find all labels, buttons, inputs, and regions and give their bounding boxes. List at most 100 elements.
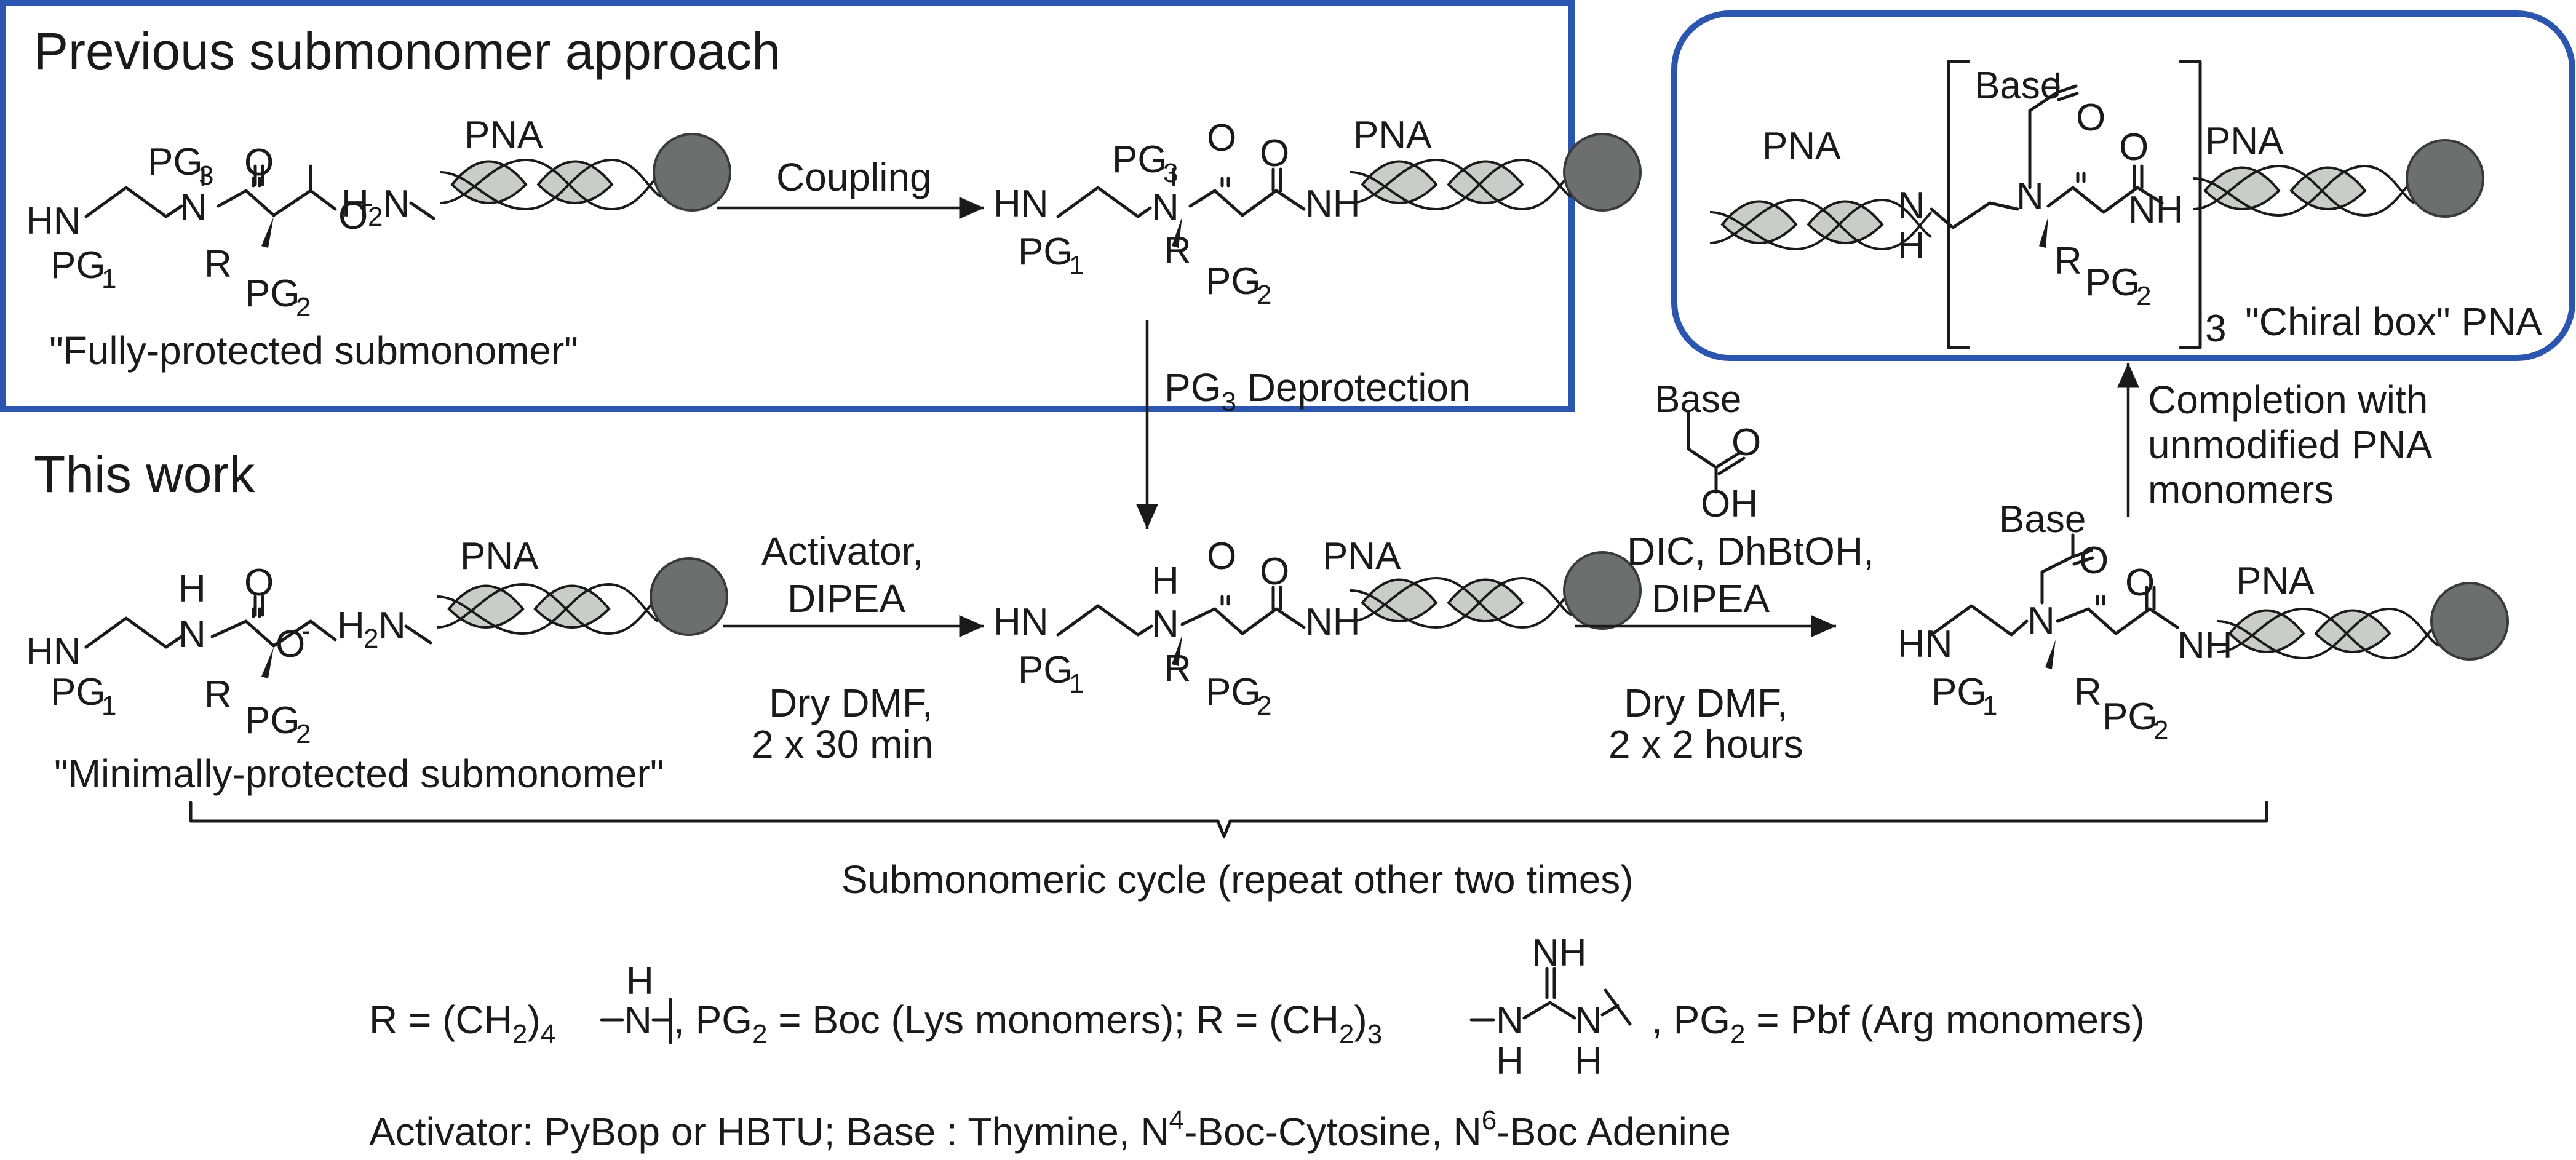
svg-text:PG: PG xyxy=(1931,671,1987,713)
atom-pg1: PG xyxy=(50,244,106,287)
repeat-count: 3 xyxy=(2205,308,2226,350)
svg-text:N: N xyxy=(1151,603,1179,645)
svg-text:N: N xyxy=(2027,600,2055,642)
wavy-attachment-icon xyxy=(1600,988,1632,1026)
svg-text:-: - xyxy=(301,616,311,646)
svg-text:HN: HN xyxy=(1898,623,1953,665)
minimally-protected-label: "Minimally-protected submonomer" xyxy=(54,752,664,796)
chiral-box-label: "Chiral box" PNA xyxy=(2245,300,2542,344)
previous-approach-box xyxy=(0,0,1575,412)
svg-text:2: 2 xyxy=(2136,281,2151,311)
svg-text:PG: PG xyxy=(1112,138,1167,181)
repeat-bracket-right xyxy=(2179,60,2202,349)
atom-pg3: PG xyxy=(148,141,203,183)
atom-hn: HN xyxy=(26,200,81,242)
svg-text:N: N xyxy=(1898,185,1925,227)
svg-text:NH: NH xyxy=(2128,189,2184,231)
wedge-bond-icon xyxy=(261,217,274,248)
svg-text:2: 2 xyxy=(1257,691,1271,721)
svg-text:H: H xyxy=(1496,1040,1524,1083)
svg-text:OH: OH xyxy=(1701,483,1758,525)
repeat-bracket-left xyxy=(1947,60,1970,349)
svg-text:O: O xyxy=(1207,117,1236,159)
svg-text:N: N xyxy=(1575,999,1602,1042)
svg-text:1: 1 xyxy=(1069,669,1084,699)
svg-text:R = (CH2)4: R = (CH2)4 xyxy=(369,998,555,1049)
completion-line3: monomers xyxy=(2148,467,2334,512)
svg-text:H: H xyxy=(1151,560,1179,602)
svg-text:O: O xyxy=(2079,539,2109,582)
svg-text:Activator: PyBop or HBTU; Base: Activator: PyBop or HBTU; Base : Thymine… xyxy=(369,1105,1731,1154)
atom-r: R xyxy=(204,243,232,285)
previous-approach-title: Previous submonomer approach xyxy=(34,22,781,80)
svg-text:2: 2 xyxy=(1257,280,1271,310)
atom-minus: - xyxy=(364,188,373,218)
svg-text:2: 2 xyxy=(2153,715,2168,745)
step2-reagent-line2: DIPEA xyxy=(1652,576,1770,621)
svg-text:N: N xyxy=(1151,186,1179,229)
atom-pg3-sub: 3 xyxy=(199,161,213,191)
atom-o-minus: O xyxy=(338,195,368,237)
wedge-bond-icon xyxy=(1172,635,1182,666)
svg-text:, PG2 = Pbf (Arg monomers): , PG2 = Pbf (Arg monomers) xyxy=(1652,998,2145,1049)
svg-text:3: 3 xyxy=(1163,158,1178,188)
chiral-box-monomer-structure xyxy=(1951,72,2164,248)
svg-text:O: O xyxy=(1260,550,1289,593)
base-acetic-acid-structure xyxy=(1687,410,1746,494)
fully-protected-submonomer-structure xyxy=(84,164,337,248)
deprotection-label: PG3 Deprotection xyxy=(1164,365,1471,417)
atom-o: O xyxy=(244,141,274,184)
svg-text:1: 1 xyxy=(1069,250,1084,280)
svg-text:N: N xyxy=(1496,999,1524,1042)
svg-text:Base: Base xyxy=(1999,498,2086,541)
svg-text:O: O xyxy=(1260,132,1289,175)
svg-text:O: O xyxy=(2125,562,2155,604)
svg-text:PG: PG xyxy=(1018,231,1073,273)
svg-text:PNA: PNA xyxy=(1762,125,1841,167)
svg-text:N: N xyxy=(624,999,652,1042)
svg-text:PNA: PNA xyxy=(2236,560,2315,602)
atom-pg2: PG xyxy=(245,272,300,315)
svg-text:N: N xyxy=(178,613,206,656)
completion-line2: unmodified PNA xyxy=(2148,423,2433,467)
svg-text:O: O xyxy=(2119,126,2149,169)
coupled-product-top-structure xyxy=(1056,167,1306,248)
svg-text:O: O xyxy=(1207,535,1236,578)
svg-text:R: R xyxy=(204,673,232,716)
completion-line1: Completion with xyxy=(2148,378,2428,422)
svg-text:1: 1 xyxy=(1982,691,1997,721)
footnote-line-1: R = (CH2)4 N H , PG2 = Boc (Lys monomers… xyxy=(369,932,2145,1083)
wedge-bond-icon xyxy=(2045,640,2056,669)
svg-text:H: H xyxy=(341,183,369,225)
svg-text:2: 2 xyxy=(296,719,311,749)
svg-text:NH: NH xyxy=(1532,932,1587,974)
wedge-bond-icon xyxy=(2039,217,2048,248)
wedge-bond-icon xyxy=(1172,217,1182,248)
this-work-title: This work xyxy=(34,445,255,503)
svg-text:H: H xyxy=(1575,1040,1602,1083)
svg-text:NH: NH xyxy=(2177,624,2233,667)
step2-condition-line2: 2 x 2 hours xyxy=(1608,722,1803,766)
svg-text:2: 2 xyxy=(364,624,378,654)
fully-protected-label: "Fully-protected submonomer" xyxy=(49,328,578,373)
svg-text:R: R xyxy=(1164,229,1191,272)
svg-text:PG: PG xyxy=(2085,261,2141,304)
svg-text:O: O xyxy=(2076,97,2105,139)
svg-text:1: 1 xyxy=(101,691,116,721)
svg-text:O: O xyxy=(244,562,274,604)
svg-text:N: N xyxy=(2016,175,2044,218)
cycle-brace xyxy=(189,801,2268,838)
svg-text:PG: PG xyxy=(1018,649,1073,691)
minimally-protected-submonomer-structure xyxy=(84,595,337,678)
step1-condition-line2: 2 x 30 min xyxy=(752,722,933,766)
wedge-bond-icon xyxy=(261,647,274,678)
svg-text:HN: HN xyxy=(993,183,1049,225)
svg-text:H: H xyxy=(178,568,206,610)
cycle-label: Submonomeric cycle (repeat other two tim… xyxy=(841,857,1634,902)
step1-reagent-line2: DIPEA xyxy=(787,576,905,621)
svg-text:Base: Base xyxy=(1974,65,2061,107)
svg-text:PG: PG xyxy=(1206,671,1261,713)
step1-condition-line1: Dry DMF, xyxy=(769,681,933,725)
step1-reagent-line1: Activator, xyxy=(761,529,923,573)
